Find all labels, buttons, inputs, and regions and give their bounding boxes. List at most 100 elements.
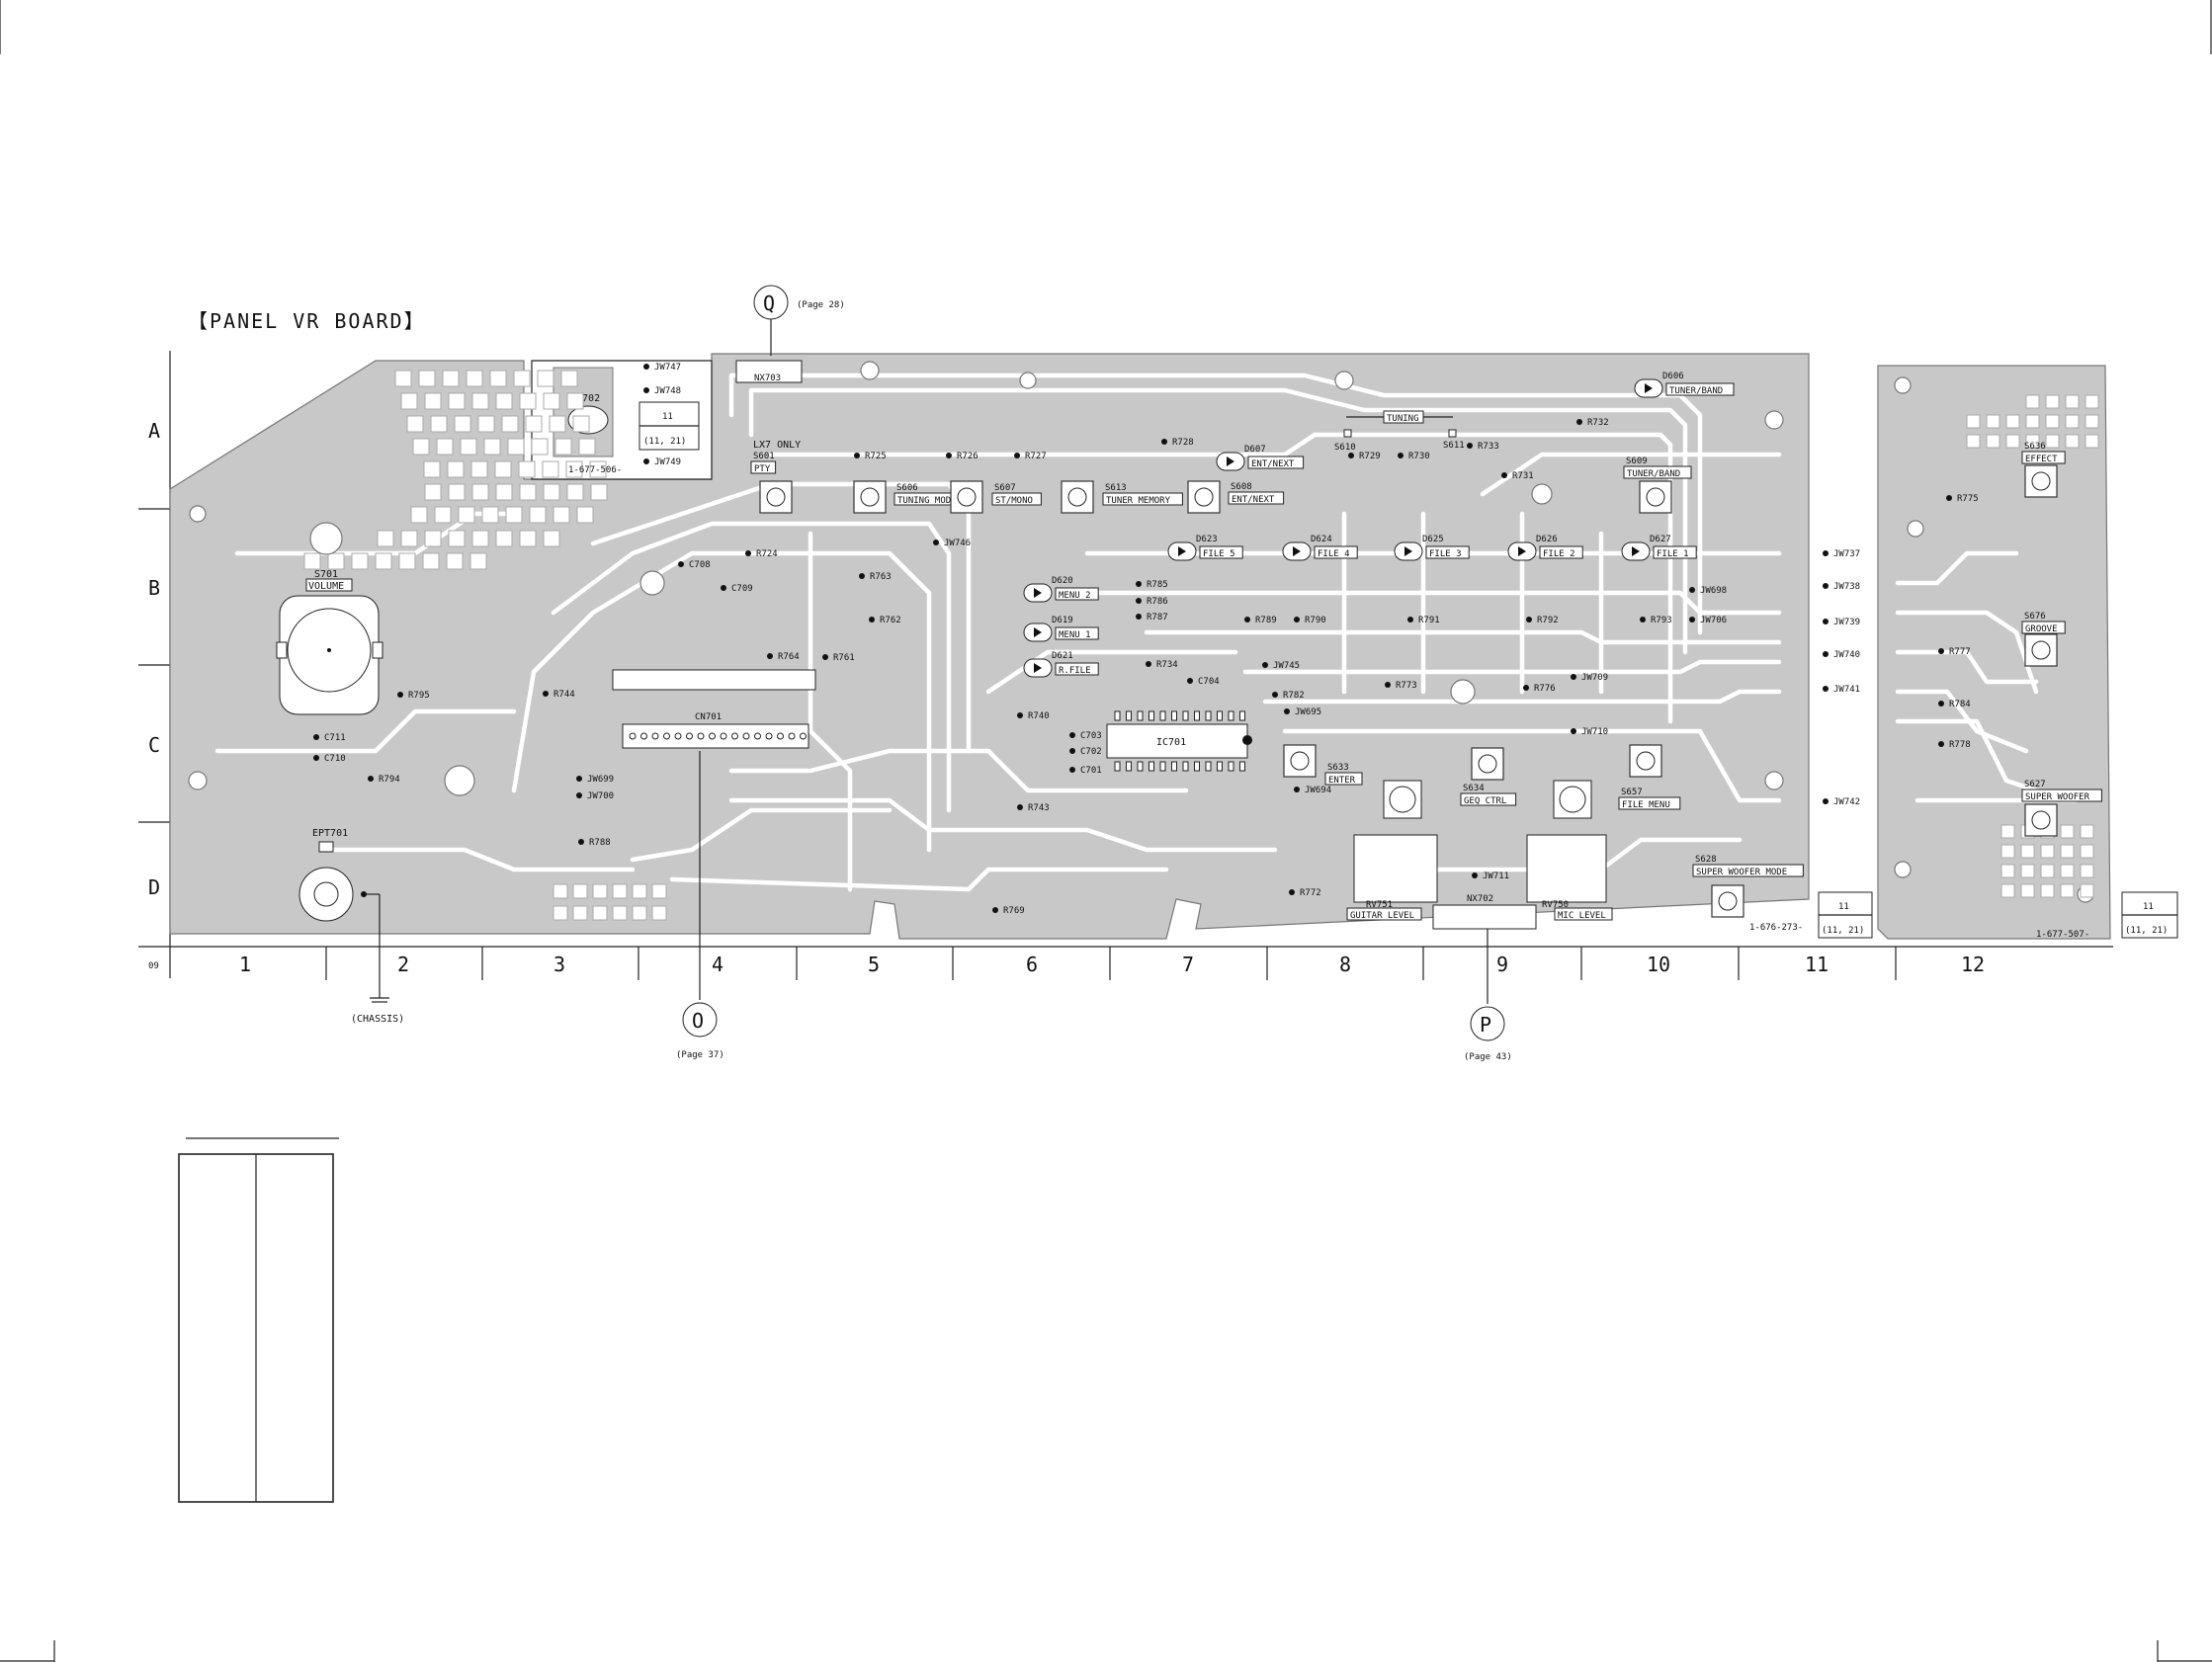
part-r743: R743 — [1028, 803, 1050, 813]
part-r762: R762 — [880, 616, 901, 625]
part-r769: R769 — [1003, 906, 1025, 916]
part-r793: R793 — [1651, 616, 1672, 625]
part-c703: C703 — [1080, 731, 1102, 741]
right-pcb — [1877, 365, 2111, 940]
svg-text:SUPER WOOFER: SUPER WOOFER — [2025, 792, 2090, 802]
svg-text:1-677-507-: 1-677-507- — [2036, 930, 2089, 940]
svg-text:RV750: RV750 — [1542, 900, 1569, 910]
svg-text:EPT701: EPT701 — [312, 828, 348, 839]
part-r725: R725 — [865, 452, 887, 461]
part-r744: R744 — [553, 690, 575, 700]
svg-text:ENT/NEXT: ENT/NEXT — [1251, 459, 1295, 469]
part-r784: R784 — [1949, 700, 1971, 709]
connector-o: O (Page 37) — [676, 751, 724, 1060]
part-r795: R795 — [408, 691, 430, 701]
svg-text:ENT/NEXT: ENT/NEXT — [1232, 495, 1275, 505]
svg-text:D620: D620 — [1052, 576, 1073, 586]
part-c704: C704 — [1198, 677, 1220, 687]
svg-text:S610: S610 — [1334, 443, 1356, 453]
cn701: CN701 — [612, 669, 816, 749]
part-c708: C708 — [689, 560, 711, 570]
part-r788: R788 — [589, 838, 611, 848]
part-r785: R785 — [1147, 580, 1168, 590]
svg-text:S606: S606 — [896, 483, 918, 493]
part-c711: C711 — [324, 733, 346, 743]
svg-text:S634: S634 — [1463, 784, 1485, 793]
part-r790: R790 — [1305, 616, 1326, 625]
part-r791: R791 — [1418, 616, 1440, 625]
svg-text:(11, 21): (11, 21) — [1822, 926, 1864, 936]
part-jw695: JW695 — [1295, 707, 1321, 717]
svg-text:D606: D606 — [1662, 372, 1684, 381]
part-r776: R776 — [1534, 684, 1556, 694]
part-c710: C710 — [324, 754, 346, 764]
svg-text:MENU 2: MENU 2 — [1059, 591, 1091, 601]
part-jw737: JW737 — [1833, 549, 1860, 559]
col-label-1: 1 — [239, 953, 251, 976]
svg-text:S657: S657 — [1621, 788, 1643, 797]
part-r761: R761 — [833, 653, 855, 663]
svg-text:D619: D619 — [1052, 616, 1073, 625]
part-r789: R789 — [1255, 616, 1277, 625]
row-label-c: C — [148, 733, 160, 757]
ref-box-3: 11 (11, 21) 1-677-507- — [2036, 891, 2178, 940]
svg-text:EFFECT: EFFECT — [2025, 455, 2058, 464]
svg-text:TUNER/BAND: TUNER/BAND — [1669, 386, 1723, 396]
part-r732: R732 — [1587, 418, 1609, 428]
col-label-12: 12 — [1961, 953, 1985, 976]
svg-text:D607: D607 — [1244, 445, 1266, 455]
part-jw706: JW706 — [1700, 616, 1727, 625]
part-jw710: JW710 — [1581, 727, 1608, 737]
svg-text:O: O — [692, 1009, 704, 1033]
part-r792: R792 — [1537, 616, 1559, 625]
part-r777: R777 — [1949, 647, 1971, 657]
part-jw739: JW739 — [1833, 618, 1860, 627]
svg-text:NX703: NX703 — [754, 374, 781, 383]
part-r775: R775 — [1957, 494, 1979, 504]
part-r772: R772 — [1300, 888, 1321, 898]
svg-text:TUNING: TUNING — [1387, 414, 1419, 424]
part-labels: JW747JW748JW749JW746JW737JW738JW739JW740… — [313, 363, 1979, 916]
svg-text:11: 11 — [662, 412, 673, 422]
svg-text:S609: S609 — [1626, 457, 1648, 466]
svg-text:1-676-273-: 1-676-273- — [1749, 923, 1803, 933]
part-r731: R731 — [1512, 471, 1534, 481]
svg-text:FILE 5: FILE 5 — [1203, 549, 1235, 559]
main-pcb: IC702 — [169, 353, 1810, 940]
svg-text:CN701: CN701 — [695, 712, 722, 722]
svg-text:PTY: PTY — [754, 464, 771, 474]
part-jw749: JW749 — [654, 457, 681, 467]
volume-label: VOLUME — [308, 581, 344, 592]
col-label-7: 7 — [1182, 953, 1194, 976]
svg-text:S613: S613 — [1105, 483, 1127, 493]
svg-text:(Page 43): (Page 43) — [1464, 1052, 1512, 1062]
part-r763: R763 — [870, 572, 892, 582]
svg-text:S676: S676 — [2024, 612, 2046, 622]
svg-text:(11, 21): (11, 21) — [2125, 926, 2168, 936]
part-r740: R740 — [1028, 711, 1050, 721]
part-r782: R782 — [1283, 691, 1305, 701]
svg-text:D626: D626 — [1536, 535, 1558, 544]
part-jw746: JW746 — [944, 539, 971, 548]
svg-text:11: 11 — [1838, 902, 1849, 912]
svg-text:11: 11 — [2143, 902, 2154, 912]
svg-text:FILE 3: FILE 3 — [1429, 549, 1462, 559]
col-label-3: 3 — [553, 953, 565, 976]
guitar-level-label: GUITAR LEVEL — [1350, 911, 1414, 921]
part-jw700: JW700 — [587, 791, 614, 801]
svg-text:FILE MENU: FILE MENU — [1622, 800, 1670, 810]
part-r734: R734 — [1156, 660, 1178, 670]
part-jw742: JW742 — [1833, 797, 1860, 807]
s701-ref: S701 — [314, 569, 338, 580]
